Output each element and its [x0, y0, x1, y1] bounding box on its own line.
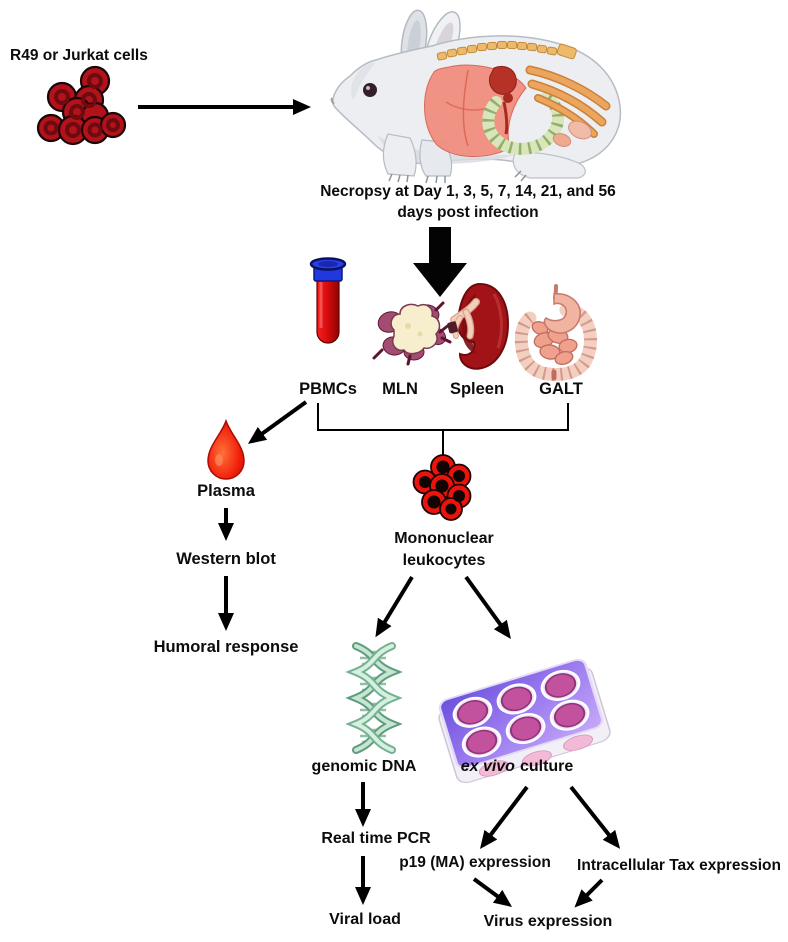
cell-cluster-icon [32, 64, 127, 156]
galt-label: GALT [539, 380, 583, 398]
leukocyte-cluster-icon [410, 454, 476, 524]
rabbit-icon [318, 6, 648, 188]
culture-word: culture [519, 758, 574, 775]
genomic-dna-label: genomic DNA [311, 758, 417, 775]
blood-tube-icon [302, 256, 354, 350]
necropsy-caption: Necropsy at Day 1, 3, 5, 7, 14, 21, and … [320, 182, 616, 224]
spleen-label: Spleen [449, 380, 505, 398]
viral-load-label: Viral load [329, 911, 401, 928]
virus-expression-label: Virus expression [483, 913, 613, 930]
intestine-icon [510, 284, 602, 381]
sample-bracket [317, 403, 569, 456]
blood-drop-icon [206, 418, 246, 481]
arrow-leukocytes-to-dna [375, 575, 414, 638]
arrow-leukocytes-to-culture [464, 575, 511, 640]
real-time-pcr-label: Real time PCR [321, 830, 431, 847]
arrow-culture-to-p19 [479, 785, 529, 849]
p19-expression-label: p19 (MA) expression [399, 854, 551, 871]
western-blot-label: Western blot [176, 550, 276, 568]
arrow-culture-to-tax [569, 785, 621, 849]
arrow-pbmcs-to-plasma [247, 400, 308, 444]
culture-plate-icon [428, 640, 611, 784]
mononuclear-line1: Mononuclear [394, 530, 494, 547]
mononuclear-leukocytes-label: Mononuclear leukocytes [394, 528, 494, 573]
mononuclear-line2: leukocytes [402, 552, 486, 570]
plasma-label: Plasma [197, 482, 255, 500]
inoculum-label: R49 or Jurkat cells [10, 47, 148, 64]
arrow-p19-to-virus [472, 877, 513, 907]
spleen-icon [446, 280, 512, 372]
arrow-tax-to-virus [574, 878, 604, 908]
dna-helix-icon [340, 642, 408, 756]
necropsy-line2: days post infection [397, 203, 539, 221]
mln-label: MLN [382, 380, 418, 398]
pbmcs-label: PBMCs [299, 380, 357, 398]
humoral-response-label: Humoral response [153, 638, 299, 656]
tax-expression-label: Intracellular Tax expression [577, 857, 781, 874]
necropsy-line1: Necropsy at Day 1, 3, 5, 7, 14, 21, and … [320, 183, 616, 200]
ex-vivo-italic: ex vivo [460, 758, 515, 775]
lymph-node-icon [370, 292, 452, 366]
